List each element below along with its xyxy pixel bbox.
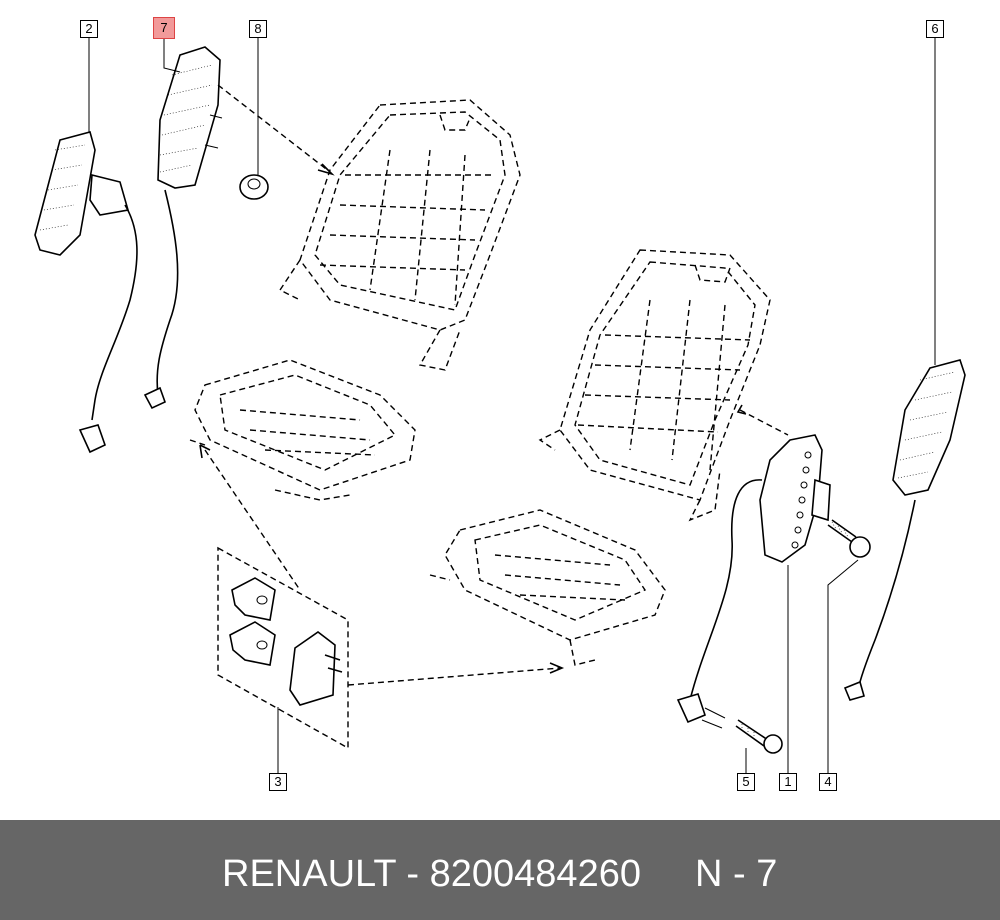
right-seat-base-frame (429, 509, 666, 666)
right-seat-back-frame (538, 249, 771, 522)
nut-part-8 (239, 174, 269, 200)
side-airbag-part-6 (843, 359, 966, 701)
bolt-part-4 (827, 519, 871, 558)
left-seat-back-frame (278, 99, 521, 371)
callout-5: 5 (737, 773, 755, 791)
bracket-kit-part-3 (217, 546, 349, 750)
side-airbag-part-2 (34, 131, 138, 454)
bolt-part-5 (735, 719, 783, 754)
footer-title: RENAULT - 8200484260 (222, 853, 641, 895)
callout-7: 7 (153, 17, 175, 39)
callout-8: 8 (249, 20, 267, 38)
airbag-module-part-1 (676, 434, 831, 729)
assembly-arrows (199, 84, 789, 686)
footer-code: N - 7 (695, 853, 778, 895)
callout-3: 3 (269, 773, 287, 791)
callout-2: 2 (80, 20, 98, 38)
callout-leaders (88, 37, 936, 773)
footer-banner: RENAULT - 8200484260 N - 7 (0, 820, 1000, 920)
left-seat-base-frame (189, 359, 416, 501)
callout-6: 6 (926, 20, 944, 38)
callout-4: 4 (819, 773, 837, 791)
exploded-parts-diagram (34, 37, 966, 773)
airbag-module-part-7 (143, 46, 223, 410)
callout-1: 1 (779, 773, 797, 791)
